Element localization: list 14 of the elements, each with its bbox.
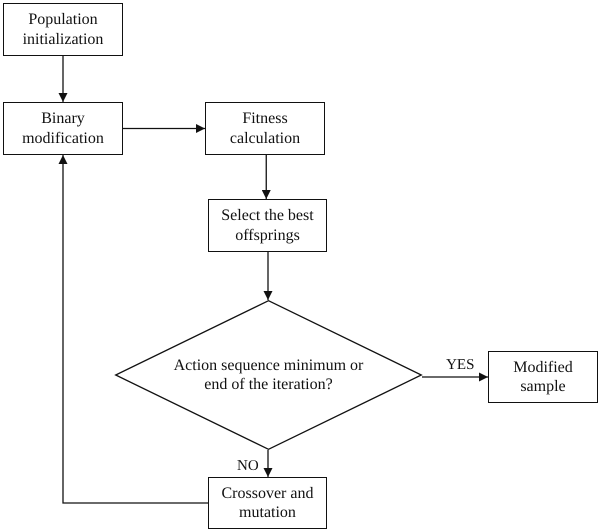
arrow — [123, 124, 205, 133]
process-box: Fitness calculation — [205, 102, 325, 155]
arrow — [58, 155, 208, 504]
arrow — [422, 372, 488, 382]
arrow — [264, 450, 272, 477]
process-box: Crossover and mutation — [208, 477, 327, 529]
process-box: Modified sample — [488, 351, 598, 403]
arrow — [262, 155, 271, 199]
process-box: Select the best offsprings — [208, 199, 327, 252]
decision-text: Action sequence minimum or end of the iteration? — [174, 356, 364, 394]
process-box: Population initialization — [3, 3, 123, 56]
arrow — [58, 56, 68, 102]
arrow — [264, 252, 272, 300]
process-box: Binary modification — [3, 102, 123, 155]
